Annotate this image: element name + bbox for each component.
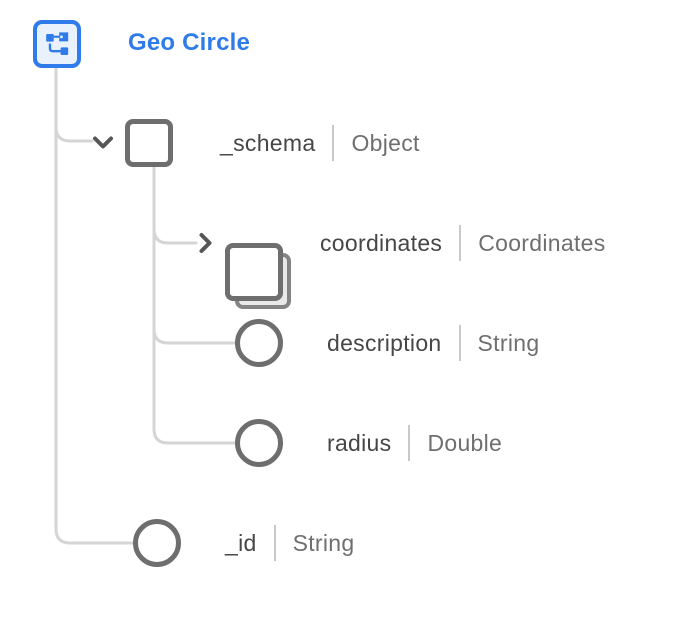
tree-node-_id: _id String [0,493,688,593]
tree-node-description: description String [0,293,688,393]
field-node-icon[interactable] [235,319,283,367]
node-labels: _schema Object [220,125,420,161]
field-node-icon[interactable] [133,519,181,567]
field-type: String [292,529,355,556]
schema-glyph-icon [46,32,69,55]
name-type-divider [458,325,461,361]
name-type-divider [332,125,335,161]
node-labels: coordinates Coordinates [320,225,606,261]
field-type: Coordinates [478,229,606,256]
field-type: Object [351,129,420,156]
tree-node-_schema: _schema Object [0,93,688,193]
field-name[interactable]: _id [225,529,257,556]
field-node-icon[interactable] [235,419,283,467]
tree-node-radius: radius Double [0,393,688,493]
schema-root-icon[interactable] [33,20,81,68]
name-type-divider [273,525,276,561]
name-type-divider [408,425,411,461]
field-name[interactable]: radius [327,429,392,456]
field-name[interactable]: description [327,329,442,356]
name-type-divider [459,225,462,261]
node-labels: description String [327,325,539,361]
object-node-icon[interactable] [125,119,173,167]
node-labels: radius Double [327,425,502,461]
field-name[interactable]: coordinates [320,229,443,256]
field-type: String [477,329,540,356]
schema-title[interactable]: Geo Circle [128,29,251,56]
node-labels: _id String [225,525,354,561]
chevron-right-icon[interactable] [197,232,213,254]
chevron-down-icon[interactable] [92,135,114,151]
field-type: Double [427,429,503,456]
tree-node-coordinates: coordinates Coordinates [0,193,688,293]
field-name[interactable]: _schema [220,129,316,156]
